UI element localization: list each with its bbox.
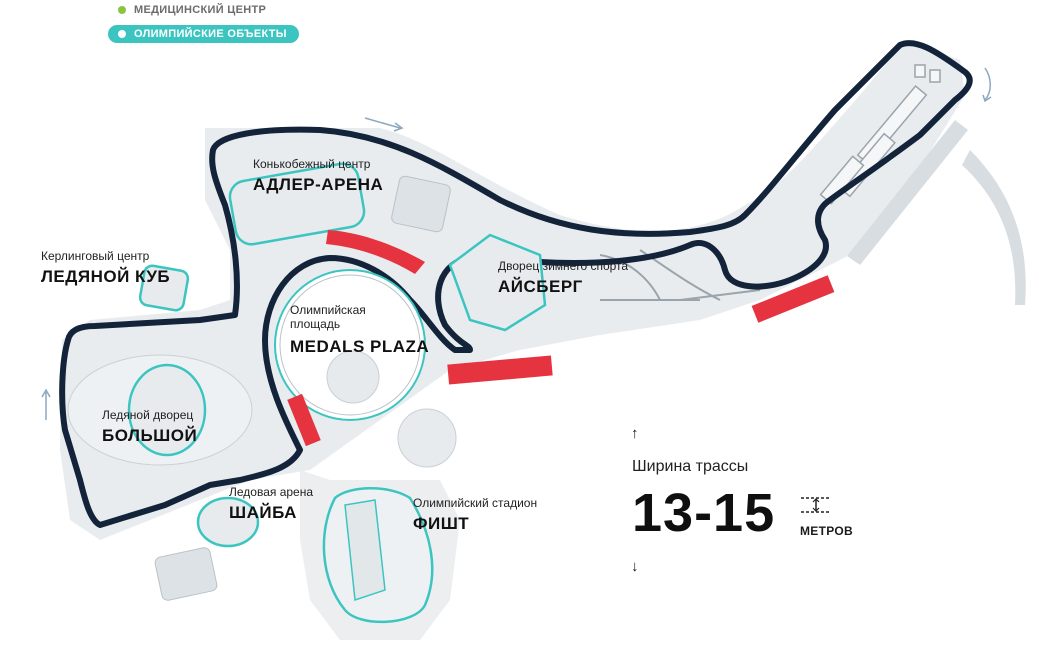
medals-plaza-inner-ring (279, 274, 421, 416)
track-width-unit: МЕТРОВ (800, 524, 853, 538)
venue-medals-plaza[interactable]: Олимпийская площадь MEDALS PLAZA (290, 303, 429, 357)
arrow-down-icon: ↓ (631, 558, 639, 575)
straight-slab (847, 120, 968, 265)
fisht-inner (344, 499, 386, 602)
venue-subtitle: Конькобежный центр (253, 157, 371, 171)
pit-structures (287, 230, 835, 447)
venue-adler-arena[interactable]: Конькобежный центр АДЛЕР-АРЕНА (253, 157, 383, 195)
medical-center-dot-icon (118, 6, 126, 14)
venue-name: ШАЙБА (229, 503, 297, 522)
direction-arrow-icon (41, 67, 992, 420)
ice-cube-shape (138, 264, 190, 312)
iceberg-shape (448, 233, 547, 332)
arrow-up-icon: ↑ (631, 425, 639, 442)
track-width-value: 13-15 (632, 483, 776, 543)
venue-bolshoy[interactable]: Ледяной дворец БОЛЬШОЙ (102, 408, 197, 446)
medals-plaza-ring (274, 269, 426, 421)
track-width-icon (801, 497, 831, 513)
legend-medical-center-label: МЕДИЦИНСКИЙ ЦЕНТР (134, 4, 267, 16)
venue-subtitle: Дворец зимнего спорта (498, 259, 629, 273)
legend-medical-center[interactable]: МЕДИЦИНСКИЙ ЦЕНТР (118, 4, 266, 16)
race-track (59, 40, 973, 528)
legend-olympic-objects[interactable]: ОЛИМПИЙСКИЕ ОБЪЕКТЫ (108, 25, 299, 43)
venue-subtitle: Олимпийский стадион (413, 496, 538, 510)
venue-name: ФИШТ (413, 514, 470, 533)
shayba-shape (196, 496, 260, 548)
venue-subtitle: Ледовая арена (229, 485, 314, 499)
venue-shayba[interactable]: Ледовая арена ШАЙБА (229, 485, 313, 523)
bolshoy-shape (127, 363, 207, 457)
round-building (397, 408, 457, 468)
medals-plaza-dome (326, 350, 380, 404)
olympic-objects-dot-icon (118, 30, 126, 38)
venue-iceberg[interactable]: Дворец зимнего спорта АЙСБЕРГ (498, 259, 628, 297)
venue-shapes (67, 162, 547, 624)
legend-olympic-objects-label: ОЛИМПИЙСКИЕ ОБЪЕКТЫ (134, 28, 287, 40)
venue-name: БОЛЬШОЙ (102, 426, 198, 445)
curved-slab (962, 150, 1026, 305)
venue-name: АДЛЕР-АРЕНА (253, 175, 384, 194)
service-building-2 (154, 547, 218, 601)
venue-fisht[interactable]: Олимпийский стадион ФИШТ (413, 496, 537, 534)
adler-arena-shape (228, 162, 366, 246)
service-road (599, 249, 761, 301)
olympic-objects-pill: ОЛИМПИЙСКИЕ ОБЪЕКТЫ (108, 25, 299, 43)
venue-name: MEDALS PLAZA (290, 337, 430, 356)
venue-subtitle: Ледяной дворец (102, 408, 194, 422)
venue-subtitle: Керлинговый центр (41, 249, 150, 263)
venue-subtitle-line2: площадь (290, 317, 341, 331)
service-building-1 (391, 175, 451, 233)
venue-name: АЙСБЕРГ (498, 277, 583, 296)
venue-ice-cube[interactable]: Керлинговый центр ЛЕДЯНОЙ КУБ (41, 249, 170, 287)
venue-name: ЛЕДЯНОЙ КУБ (41, 267, 171, 286)
track-width-label: Ширина трассы (632, 458, 749, 475)
venue-subtitle-line1: Олимпийская (290, 303, 366, 317)
